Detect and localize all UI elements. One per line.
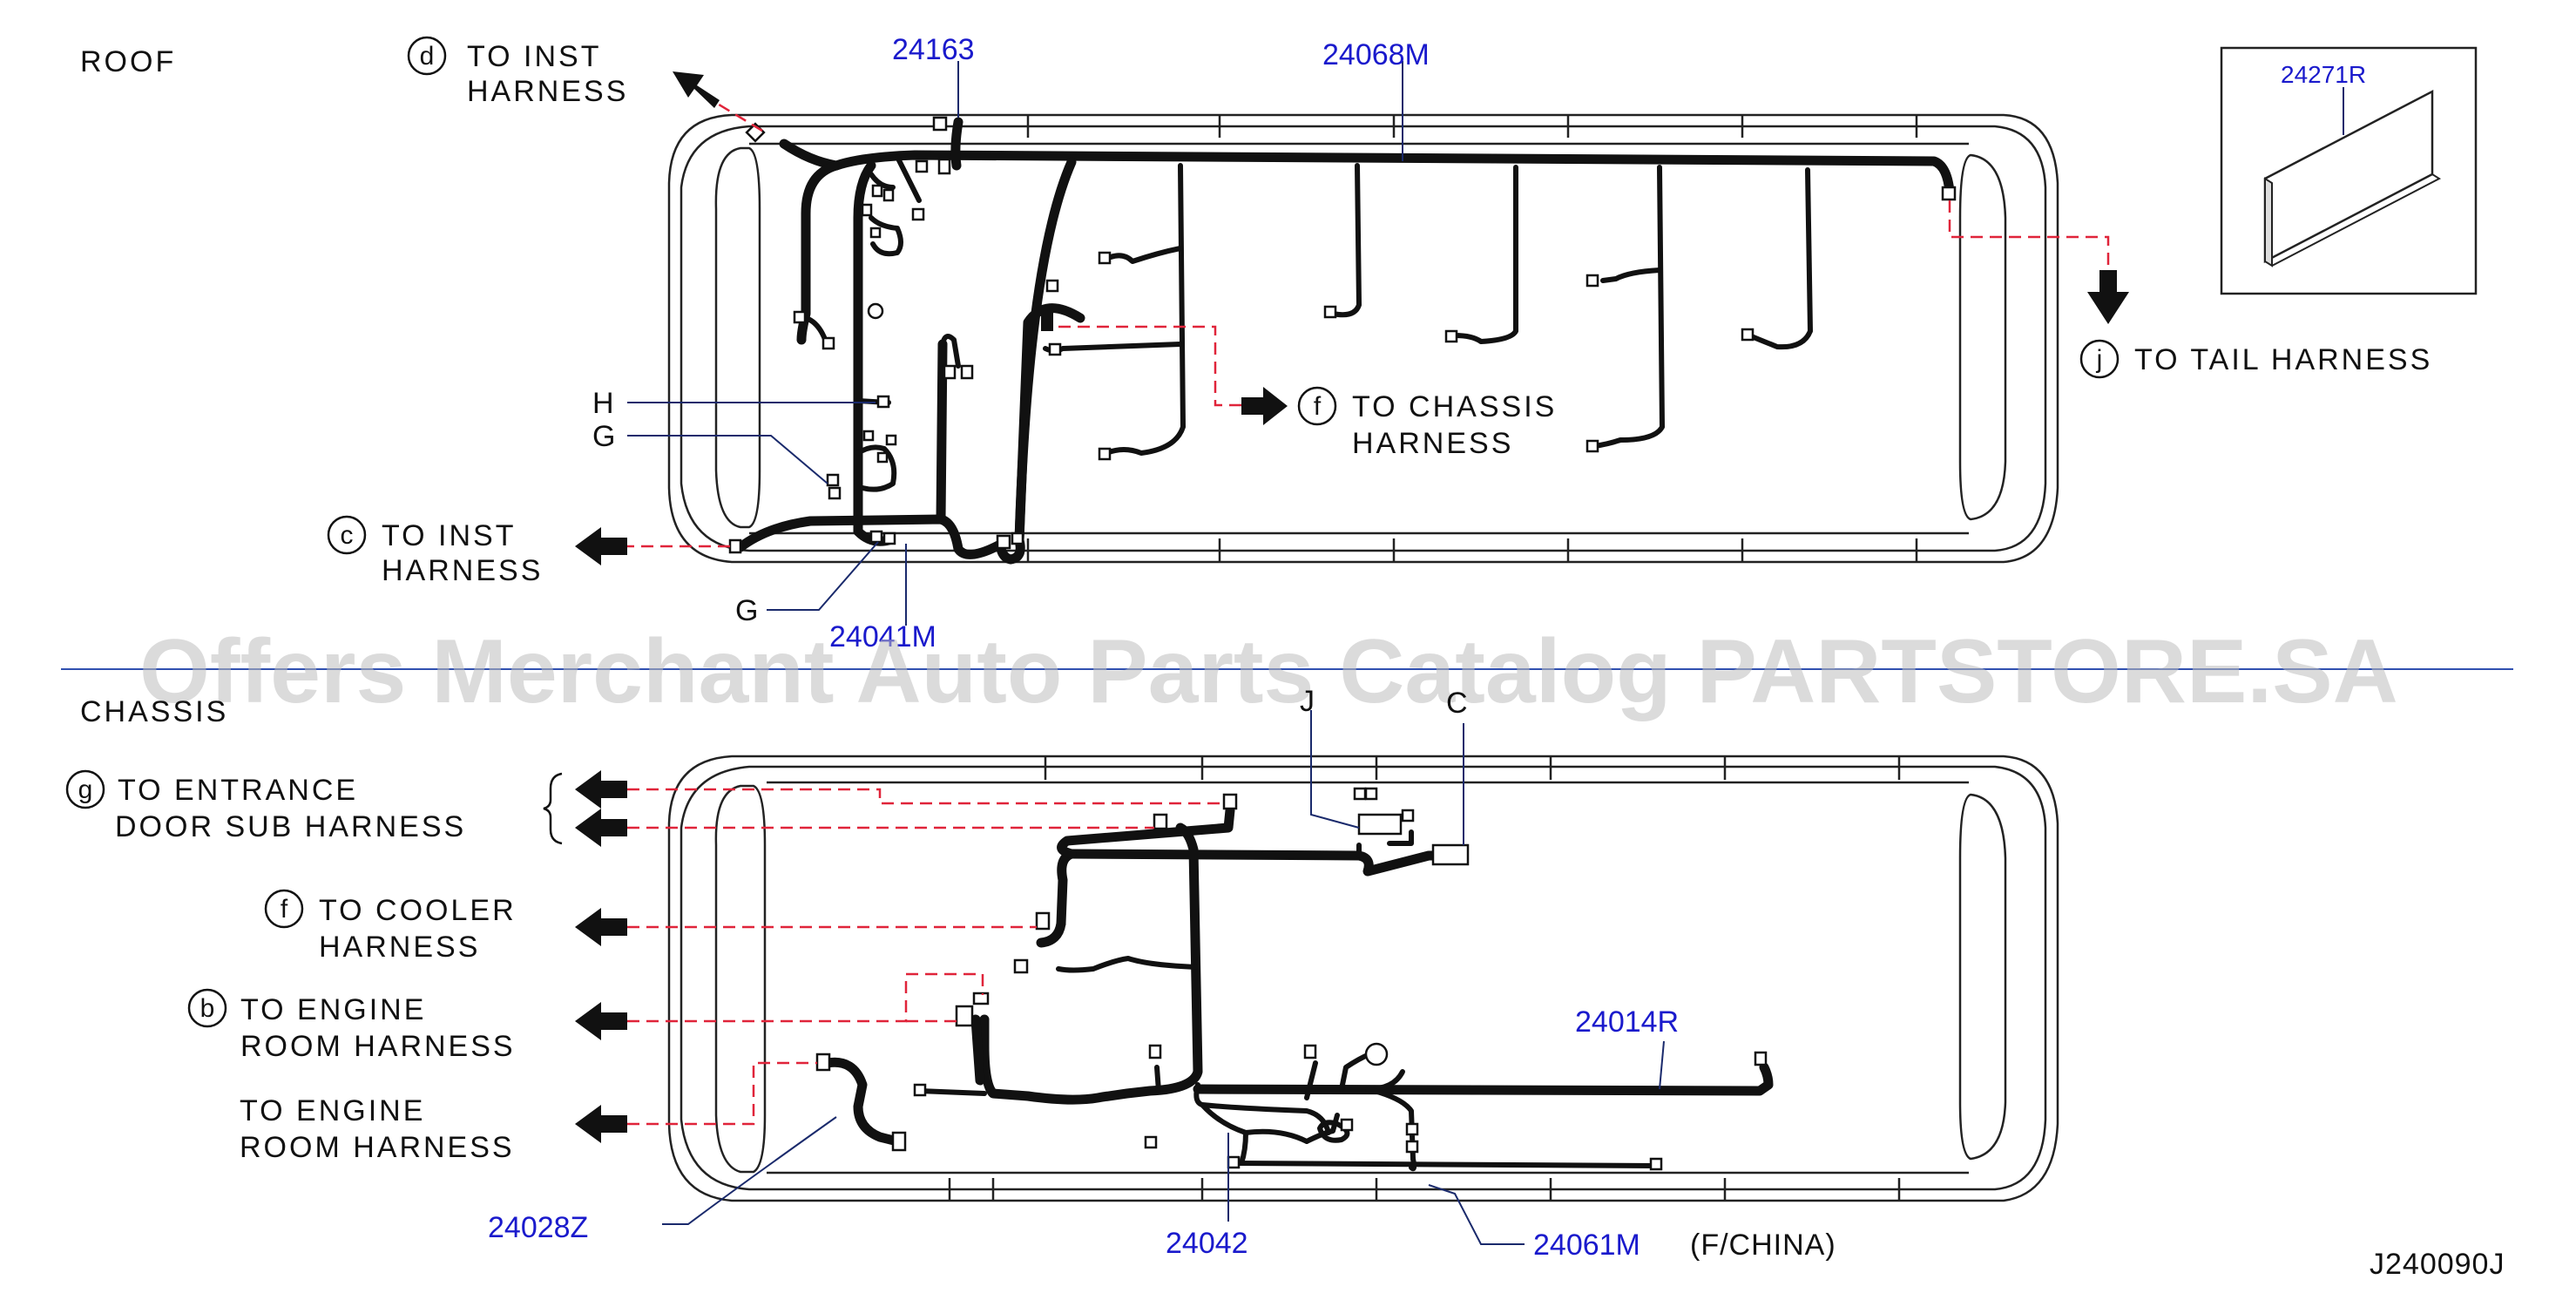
ref-circle-f-chassis (264, 889, 304, 929)
ref-f-roof-line1: TO CHASSIS (1352, 390, 1557, 423)
ref-circle-j (2079, 339, 2120, 379)
ref-circle-c (327, 515, 367, 555)
marker-H: H (592, 387, 617, 420)
arrow-to-tail-j (2087, 270, 2129, 324)
ref-letter-b: b (200, 994, 215, 1023)
marker-G-lower: G (735, 594, 761, 627)
ref-circle-g (65, 769, 105, 809)
ref-d-line1: TO INST (467, 40, 602, 73)
marker-C: C (1446, 687, 1471, 720)
inset-24271R (2220, 46, 2478, 295)
roof-harness-24068M (735, 117, 1955, 565)
ref-g-line2: DOOR SUB HARNESS (115, 810, 466, 843)
dash-to-f-roof (1058, 325, 1241, 407)
leader-G2 (767, 541, 879, 611)
figure-code: J240090J (2370, 1248, 2505, 1281)
china-note: (F/CHINA) (1690, 1229, 1836, 1262)
ref-letter-f-chassis: f (281, 895, 288, 924)
dash-to-g-upper (627, 788, 1224, 805)
ref-circle-f-roof (1297, 386, 1337, 426)
chassis-body-outline (667, 755, 2059, 1202)
leader-G1 (627, 435, 828, 484)
part-24042: 24042 (1166, 1227, 1248, 1260)
ref-f-chassis-line2: HARNESS (319, 931, 480, 964)
dash-to-b (627, 972, 984, 1023)
ref-letter-f-roof: f (1314, 392, 1322, 421)
ref-b-line2: ROOM HARNESS (240, 1030, 516, 1063)
part-24163: 24163 (892, 33, 975, 66)
watermark: Offers Merchant Auto Parts Catalog PARTS… (139, 621, 2398, 722)
arrow-to-cooler (575, 908, 627, 946)
ref-letter-j: j (2096, 345, 2103, 374)
arrow-to-entrance-2 (575, 809, 627, 847)
marker-J: J (1300, 685, 1317, 718)
leader-J (1310, 710, 1360, 829)
part-24028Z: 24028Z (488, 1211, 588, 1244)
ref-b-line1: TO ENGINE (240, 993, 426, 1026)
leader-24061M (1428, 1184, 1525, 1245)
part-24271R: 24271R (2281, 61, 2366, 88)
part-24061M: 24061M (1533, 1229, 1640, 1262)
arrow-to-inst-c (575, 527, 627, 565)
ref-e-line1: TO ENGINE (240, 1094, 425, 1127)
ref-c-line2: HARNESS (382, 554, 543, 587)
section-label-chassis: CHASSIS (80, 695, 228, 728)
marker-G-upper: G (592, 420, 618, 453)
dash-to-j (1948, 200, 2110, 270)
part-24014R: 24014R (1575, 1005, 1679, 1039)
ref-f-chassis-line1: TO COOLER (319, 894, 517, 927)
ref-letter-g: g (78, 775, 93, 804)
dash-to-e (627, 1061, 817, 1126)
section-label-roof: ROOF (80, 45, 176, 78)
part-24041M: 24041M (829, 620, 936, 653)
ref-circle-d (407, 36, 447, 76)
arrow-to-engine-b (575, 1002, 627, 1040)
chassis-harness-24014R (822, 805, 1774, 1172)
leader-24028Z (662, 1116, 837, 1225)
arrow-to-chassis-f (1241, 387, 1288, 425)
brace (543, 772, 563, 845)
leader-24014R (1659, 1040, 1665, 1090)
ref-d-line2: HARNESS (467, 75, 628, 108)
ref-letter-c: c (341, 521, 354, 550)
ref-e-line2: ROOM HARNESS (240, 1131, 515, 1164)
part-24068M: 24068M (1322, 38, 1430, 71)
arrow-to-engine-e (575, 1105, 627, 1143)
ref-letter-d: d (420, 42, 435, 71)
arrow-to-inst-d (673, 71, 720, 108)
ref-g-line1: TO ENTRANCE (118, 774, 358, 807)
ref-c-line1: TO INST (382, 519, 517, 552)
roof-connectors (728, 116, 1957, 554)
arrow-to-entrance-1 (575, 770, 627, 809)
ref-f-roof-line2: HARNESS (1352, 427, 1513, 460)
ref-j-line1: TO TAIL HARNESS (2134, 343, 2432, 376)
ref-circle-b (187, 988, 227, 1028)
dash-to-d (715, 101, 763, 132)
chassis-connectors (815, 787, 1768, 1171)
